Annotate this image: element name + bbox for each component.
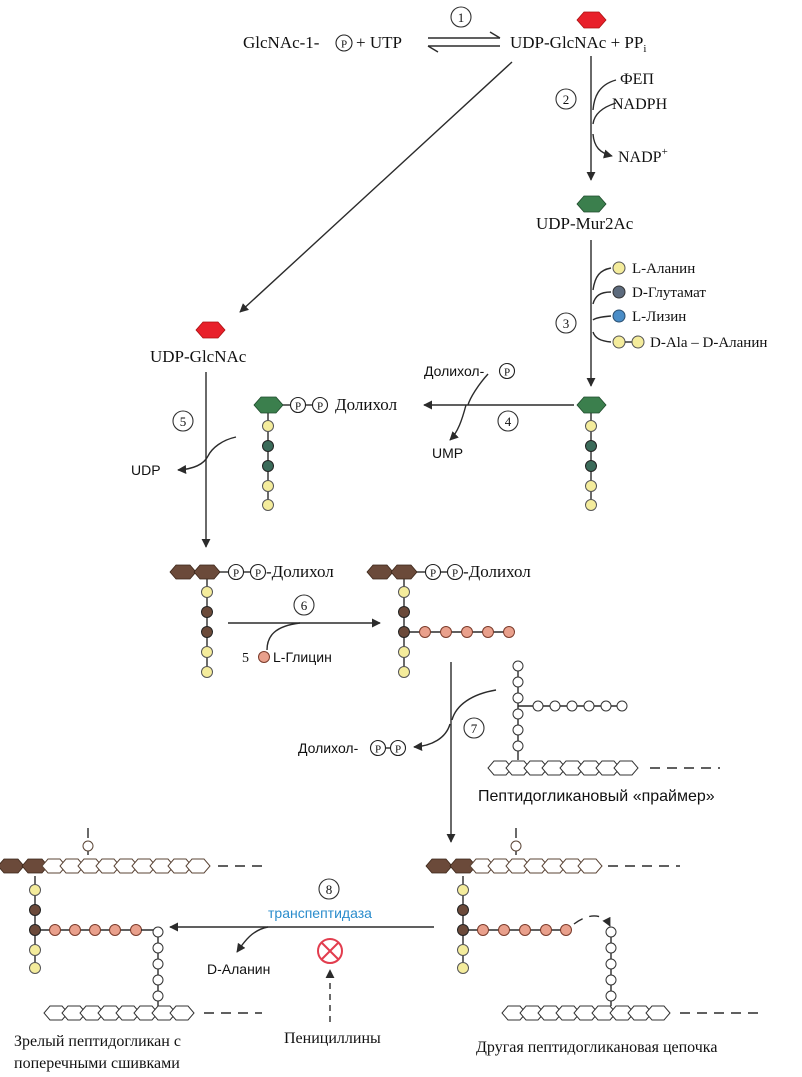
svg-text:P: P (341, 39, 347, 51)
phosphate-symbol: P (369, 739, 387, 757)
mur2ac-hexagon-icon (576, 195, 607, 213)
svg-text:3: 3 (563, 316, 570, 331)
glycine-count-label: 5 (242, 651, 249, 666)
transpeptidase-label: транспептидаза (268, 905, 372, 921)
inhibition-symbol-icon (317, 938, 343, 964)
svg-text:4: 4 (505, 414, 512, 429)
phosphate-symbol: P (446, 563, 464, 581)
svg-text:P: P (255, 568, 261, 580)
fep-label: ФЕП (620, 71, 654, 88)
svg-text:2: 2 (563, 92, 570, 107)
peptidoglycan-primer-label: Пептидогликановый «праймер» (478, 788, 715, 805)
svg-text:P: P (375, 744, 381, 756)
svg-text:P: P (430, 568, 436, 580)
other-peptidoglycan-chain-structure (501, 926, 760, 1021)
d-ala-d-alanine-label: D-Ala – D-Аланин (650, 335, 767, 351)
glcnac-hexagon-icon (195, 321, 226, 339)
nadp-curve (592, 133, 613, 159)
step-7-marker: 7 (463, 717, 485, 739)
glycine-bead-icon (258, 651, 270, 663)
d-glutamate-label: D-Глутамат (632, 285, 706, 301)
lipid-ii-structure (169, 564, 228, 678)
svg-text:P: P (317, 401, 323, 413)
d-glutamate-bead-icon (612, 285, 626, 299)
svg-text:P: P (395, 744, 401, 756)
glcnac-hexagon-icon (576, 11, 607, 29)
step-4-marker: 4 (497, 410, 519, 432)
mature-peptidoglycan-label-line1: Зрелый пептидогликан с (14, 1033, 181, 1050)
dolichol-label: Долихол (335, 395, 398, 414)
other-chain-label: Другая пептидогликановая цепочка (476, 1039, 717, 1056)
svg-text:6: 6 (301, 598, 308, 613)
mur2ac-pentapeptide-structure (576, 396, 607, 511)
glycine-label: L-Глицин (273, 649, 332, 665)
phosphate-symbol: P (498, 362, 516, 380)
phosphate-symbol: P (311, 396, 329, 414)
step-2-marker: 2 (555, 88, 577, 110)
fep-curve (592, 79, 617, 111)
step-3-marker: 3 (555, 312, 577, 334)
svg-text:P: P (233, 568, 239, 580)
l-alanine-label: L-Аланин (632, 261, 695, 277)
glcnac-1-p-label: GlcNAc-1- (243, 33, 320, 52)
mature-peptidoglycan-structure (0, 828, 266, 974)
step-1-marker: 1 (450, 6, 472, 28)
dolichol-pp-label: Долихол- (298, 740, 359, 756)
reversible-arrow (427, 31, 501, 53)
lipid-ii-pentaglycine-structure (366, 564, 515, 678)
nascent-peptidoglycan-structure (425, 828, 680, 974)
svg-text:P: P (452, 568, 458, 580)
phosphate-symbol: P (227, 563, 245, 581)
dolichol-p-label: Долихол- (424, 363, 485, 379)
udp-glcnac-ppi-label: UDP-GlcNAc + PPi (510, 33, 646, 55)
utp-label: + UTP (356, 33, 402, 52)
d-alanine-label: D-Аланин (207, 961, 270, 977)
step-8-marker: 8 (318, 878, 340, 900)
l-lysine-bead-icon (612, 309, 626, 323)
mature-peptidoglycan-label-line2: поперечными сшивками (14, 1055, 180, 1072)
crosslinked-chain-structure (43, 926, 262, 1021)
phosphate-symbol: P (424, 563, 442, 581)
svg-text:8: 8 (326, 882, 333, 897)
svg-text:P: P (504, 367, 510, 379)
peptidoglycan-primer-structure (487, 660, 720, 776)
svg-text:7: 7 (471, 721, 478, 736)
lipid-i-structure (253, 396, 290, 511)
svg-text:5: 5 (180, 414, 187, 429)
d-ala-bead-icon (631, 335, 645, 349)
l-alanine-bead-icon (612, 261, 626, 275)
udp-glcnac-transfer-arrow (239, 61, 513, 313)
phosphate-symbol: P (249, 563, 267, 581)
svg-text:P: P (295, 401, 301, 413)
svg-text:1: 1 (458, 10, 465, 25)
udp-mur2ac-label: UDP-Mur2Ac (536, 214, 634, 233)
l-lysine-label: L-Лизин (632, 309, 686, 325)
nadp-label: NADP+ (618, 146, 668, 166)
penicillins-label: Пенициллины (284, 1030, 381, 1047)
dolichol-label: -Долихол (266, 562, 334, 581)
phosphate-symbol: P (389, 739, 407, 757)
udp-label: UDP (131, 462, 161, 478)
step-5-marker: 5 (172, 410, 194, 432)
step-6-marker: 6 (293, 594, 315, 616)
d-ala-bead-icon (612, 335, 626, 349)
dolichol-label: -Долихол (463, 562, 531, 581)
udp-glcnac-label: UDP-GlcNAc (150, 347, 247, 366)
nadph-label: NADPH (612, 96, 668, 113)
phosphate-symbol: P (289, 396, 307, 414)
ump-label: UMP (432, 445, 463, 461)
phosphate-symbol: P (335, 34, 353, 52)
